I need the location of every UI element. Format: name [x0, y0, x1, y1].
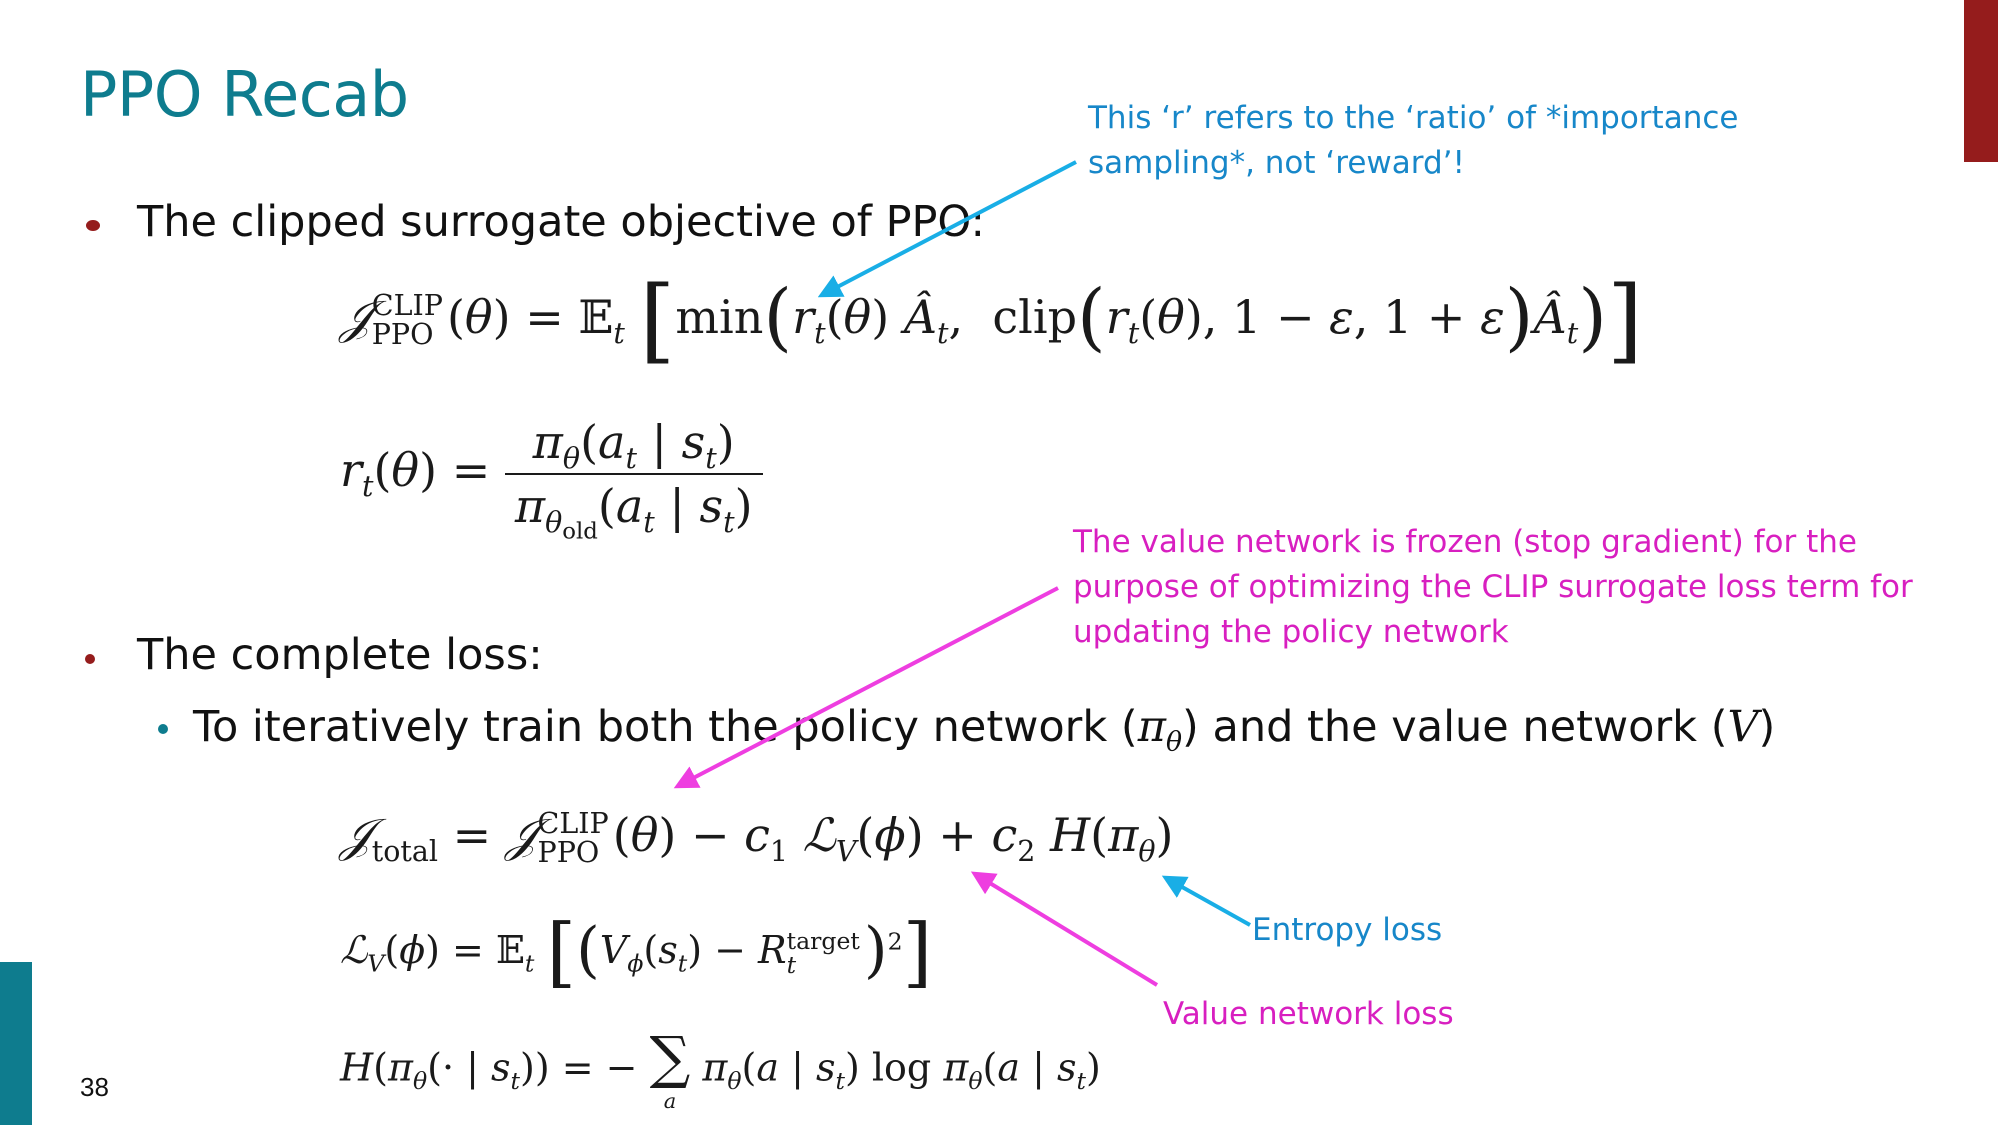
bullet-complete-loss: The complete loss:: [137, 630, 543, 680]
arrow-ratio: [817, 160, 1077, 298]
equation-ratio: rt(θ) = πθ(at | st) πθold(at | st): [340, 415, 763, 543]
annotation-frozen-line-3: updating the policy network: [1073, 614, 1509, 650]
annotation-value-network-loss: Value network loss: [1163, 996, 1454, 1032]
arrow-value-loss: [970, 871, 1159, 987]
arrow-entropy: [1161, 875, 1251, 927]
sub-bullet-train-networks: To iteratively train both the policy net…: [193, 702, 1776, 758]
annotation-frozen-line-1: The value network is frozen (stop gradie…: [1073, 524, 1857, 560]
annotation-entropy-loss: Entropy loss: [1252, 912, 1443, 948]
annotation-ratio-line-2: sampling*, not ‘reward’!: [1088, 145, 1465, 181]
bullet-marker: [85, 654, 95, 664]
sub-bullet-marker: [158, 724, 168, 734]
bullet-marker: [86, 220, 100, 231]
arrow-value-frozen: [673, 586, 1059, 789]
annotation-value-frozen: The value network is frozen (stop gradie…: [1073, 520, 1913, 655]
equation-entropy: H(πθ(· | st)) = − ∑a πθ(a | st) log πθ(a…: [340, 1025, 1101, 1113]
left-accent-bar: [0, 962, 32, 1125]
page-number: 38: [80, 1072, 109, 1102]
annotation-ratio-note: This ‘r’ refers to the ‘ratio’ of *impor…: [1088, 96, 1738, 186]
annotation-frozen-line-2: purpose of optimizing the CLIP surrogate…: [1073, 569, 1913, 605]
annotation-ratio-line-1: This ‘r’ refers to the ‘ratio’ of *impor…: [1088, 100, 1739, 136]
bullet-clipped-objective: The clipped surrogate objective of PPO:: [137, 197, 986, 247]
corner-accent-bar: [1964, 0, 1998, 162]
slide-title: PPO Recab: [80, 58, 409, 131]
